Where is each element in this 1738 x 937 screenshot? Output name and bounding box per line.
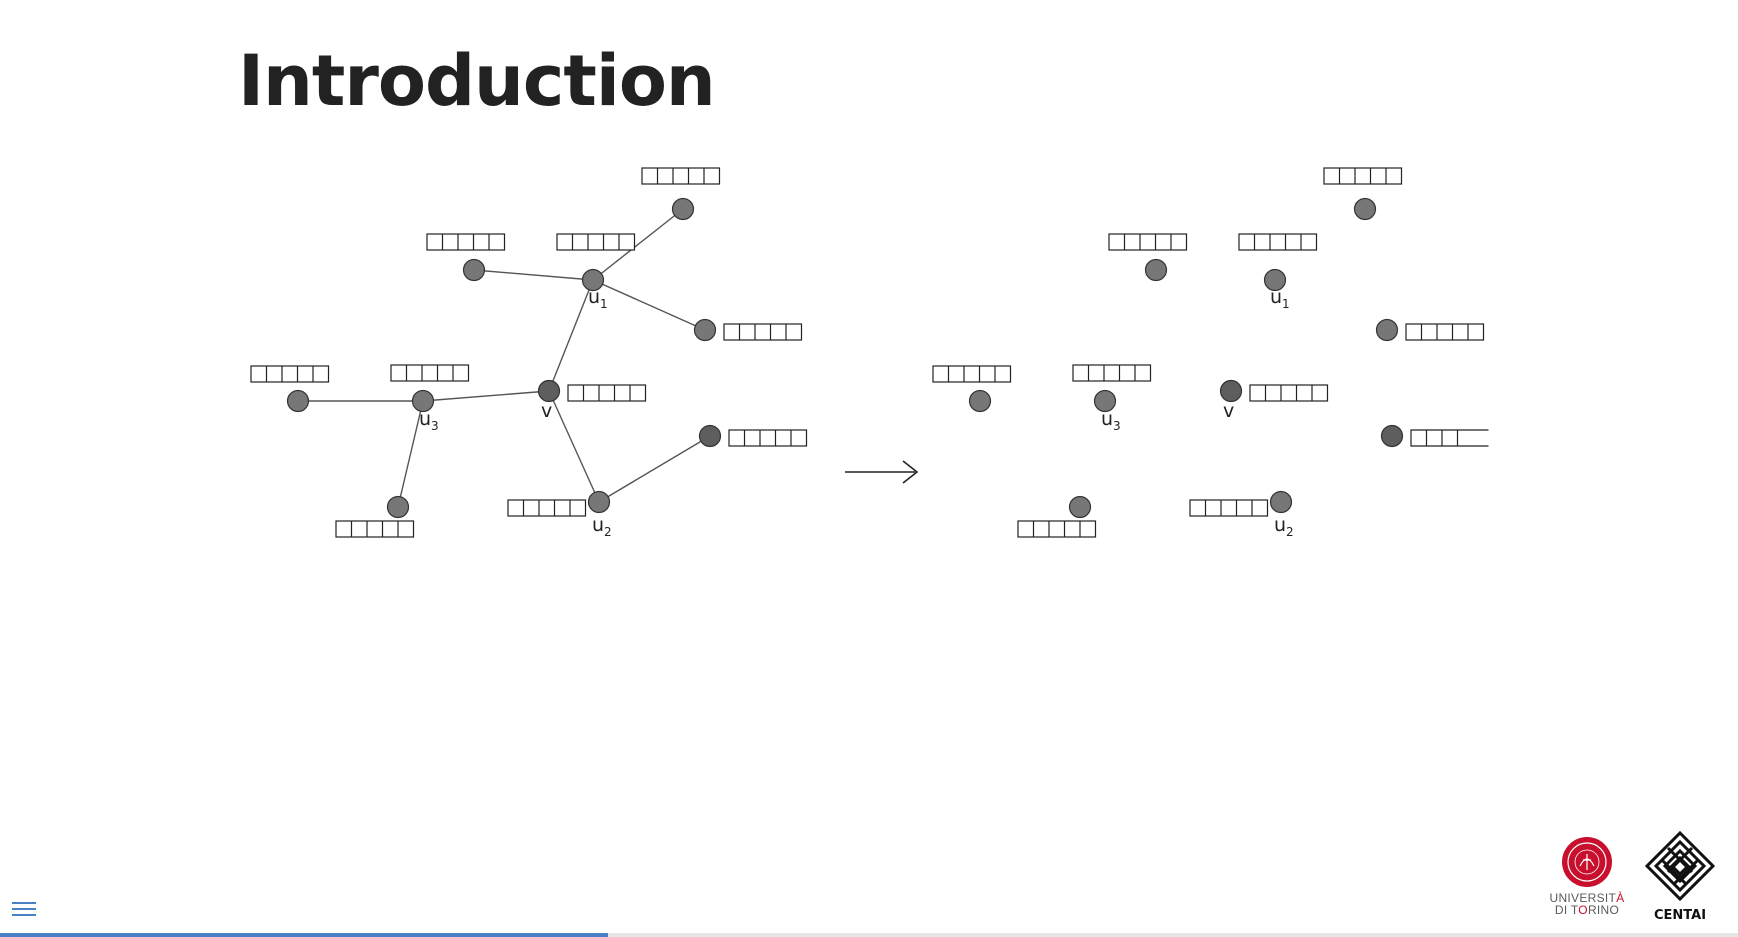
left-node-tl xyxy=(462,258,486,282)
feature-vector-frame xyxy=(250,365,330,383)
right-node-u1 xyxy=(1263,268,1287,292)
left-graph-edges xyxy=(298,208,711,508)
feature-vector-frame xyxy=(335,520,415,538)
left-feature-vector-top xyxy=(641,167,721,185)
left-graph-feature-vectors xyxy=(250,167,808,538)
left-feature-vector-u3 xyxy=(390,364,470,382)
feature-vector-frame xyxy=(1238,233,1318,251)
unito-logo: UNIVERSITÀ DI TORINO xyxy=(1548,836,1626,916)
right-label-u1: u1 xyxy=(1270,286,1290,311)
right-feature-vector-v xyxy=(1249,384,1329,402)
centai-knot-icon xyxy=(1644,830,1716,902)
right-feature-vector-far xyxy=(932,365,1012,383)
right-node-u2 xyxy=(1269,490,1293,514)
feature-vector-frame xyxy=(1323,167,1403,185)
edge-v-u3 xyxy=(422,390,550,402)
right-feature-vector-top xyxy=(1323,167,1403,185)
left-feature-vector-u1 xyxy=(556,233,636,251)
slide-title: Introduction xyxy=(238,40,716,122)
edge-v-u2 xyxy=(548,390,600,503)
feature-vector-frame xyxy=(1189,499,1269,517)
menu-bar xyxy=(12,902,36,904)
right-feature-vector-tl xyxy=(1108,233,1188,251)
unito-wordmark: UNIVERSITÀ DI TORINO xyxy=(1549,891,1625,917)
left-node-u1 xyxy=(581,268,605,292)
left-feature-vector-bl xyxy=(335,520,415,538)
feature-vector-frame xyxy=(641,167,721,185)
progress-bar xyxy=(0,933,1738,937)
left-node-r1 xyxy=(693,318,717,342)
left-feature-vector-tl xyxy=(426,233,506,251)
unito-seal-icon xyxy=(1562,837,1612,887)
right-node-v xyxy=(1219,379,1243,403)
menu-bar xyxy=(12,908,36,910)
left-label-u1: u1 xyxy=(588,286,608,311)
right-node-bl xyxy=(1068,495,1092,519)
edge-u1-v xyxy=(548,279,594,392)
right-graph-nodes xyxy=(968,197,1404,519)
feature-vector-frame xyxy=(932,365,1012,383)
transform-arrow xyxy=(845,460,919,484)
right-feature-vector-r1 xyxy=(1405,323,1485,341)
right-node-top xyxy=(1353,197,1377,221)
right-feature-vector-u1 xyxy=(1238,233,1318,251)
right-feature-vector-bl xyxy=(1017,520,1097,538)
left-feature-vector-far xyxy=(250,365,330,383)
right-node-r2 xyxy=(1380,424,1404,448)
menu-icon[interactable] xyxy=(12,898,36,920)
right-node-tl xyxy=(1144,258,1168,282)
right-feature-vector-u2 xyxy=(1189,499,1269,517)
feature-vector-frame xyxy=(1405,323,1485,341)
feature-vector-frame xyxy=(507,499,587,517)
progress-fill xyxy=(0,933,609,937)
menu-bar xyxy=(12,914,36,916)
left-node-top xyxy=(671,197,695,221)
left-feature-vector-r2 xyxy=(728,429,808,447)
centai-logo: CENTAI xyxy=(1642,830,1718,923)
left-label-u2: u2 xyxy=(592,514,612,539)
left-feature-vector-r1 xyxy=(723,323,803,341)
right-label-v: v xyxy=(1223,400,1234,422)
centai-wordmark: CENTAI xyxy=(1653,908,1707,923)
right-graph-feature-vectors xyxy=(932,167,1489,538)
right-node-r1 xyxy=(1375,318,1399,342)
left-feature-vector-v xyxy=(567,384,647,402)
feature-vector-frame xyxy=(1249,384,1329,402)
feature-vector-frame xyxy=(728,429,808,447)
left-label-v: v xyxy=(541,400,552,422)
feature-vector-frame xyxy=(1017,520,1097,538)
left-graph: u1 u2 u3 v xyxy=(250,167,808,539)
left-node-v xyxy=(537,379,561,403)
left-graph-nodes xyxy=(286,197,722,519)
left-node-r2 xyxy=(698,424,722,448)
right-node-far xyxy=(968,389,992,413)
feature-vector-frame xyxy=(1410,429,1489,447)
right-feature-vector-r2 xyxy=(1410,429,1489,447)
left-node-u3 xyxy=(411,389,435,413)
right-label-u2: u2 xyxy=(1274,514,1294,539)
right-graph: u1 u2 u3 v xyxy=(932,167,1489,539)
edge-u1-tl xyxy=(473,269,594,281)
right-feature-vector-u3 xyxy=(1072,364,1152,382)
feature-vector-frame xyxy=(426,233,506,251)
feature-vector-frame xyxy=(1108,233,1188,251)
left-feature-vector-u2 xyxy=(507,499,587,517)
feature-vector-frame xyxy=(723,323,803,341)
left-node-u2 xyxy=(587,490,611,514)
left-node-bl xyxy=(386,495,410,519)
feature-vector-frame xyxy=(556,233,636,251)
feature-vector-frame xyxy=(390,364,470,382)
edge-u1-top xyxy=(592,208,684,281)
left-label-u3: u3 xyxy=(419,408,439,433)
feature-vector-frame xyxy=(1072,364,1152,382)
edge-u1-r1 xyxy=(592,279,706,331)
left-node-far xyxy=(286,389,310,413)
right-label-u3: u3 xyxy=(1101,408,1121,433)
feature-vector-frame xyxy=(567,384,647,402)
edge-u2-r2 xyxy=(598,435,711,503)
edge-u3-bl xyxy=(397,400,424,508)
right-node-u3 xyxy=(1093,389,1117,413)
